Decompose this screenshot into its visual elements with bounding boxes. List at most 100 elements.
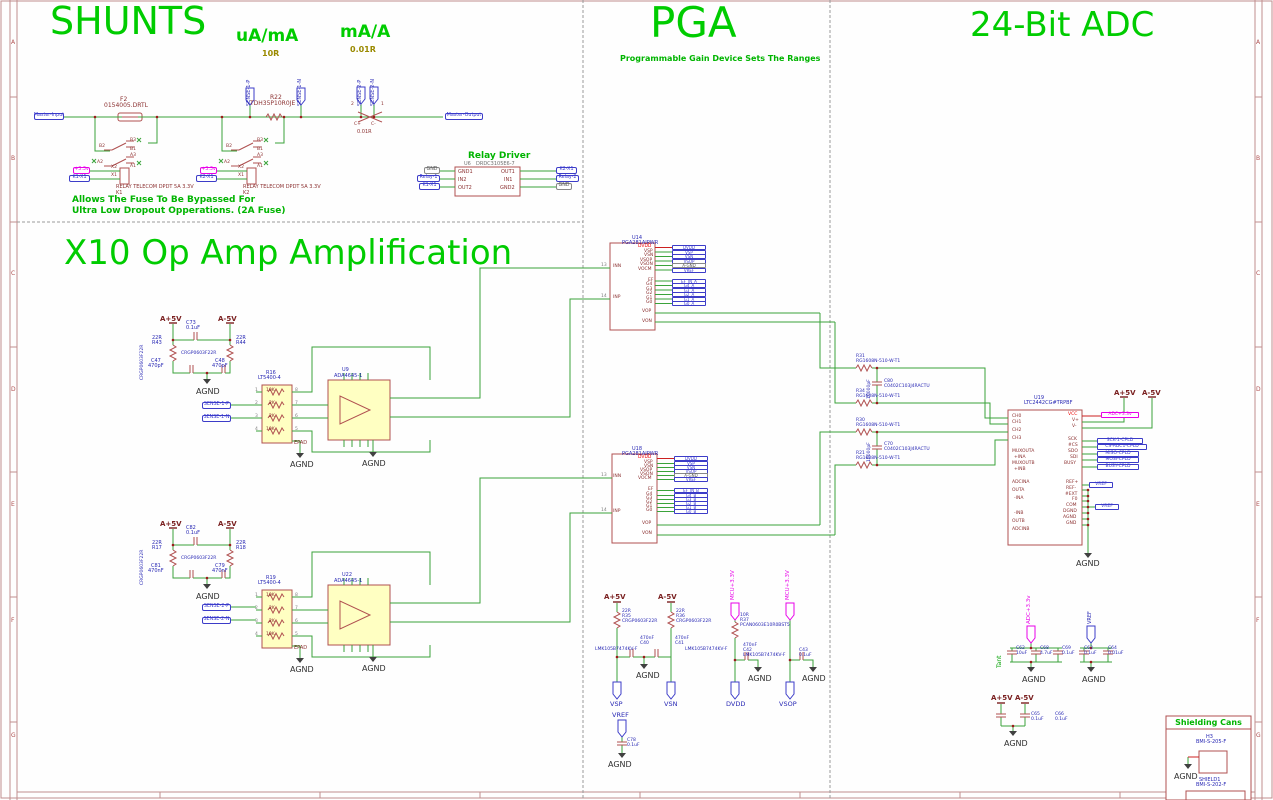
net-label: C66 [1055,712,1064,717]
net-label: A-5V [218,315,237,323]
net-label: 2 [351,102,354,107]
net-label: 2K [269,606,275,611]
net-label: C48 [215,358,225,364]
net-label: #EXT [1065,492,1078,497]
port-k1-x1[interactable]: K1-X1 [69,175,90,182]
net-label: C79 [215,563,225,569]
shield-h3 [1198,750,1228,774]
net-label: SDI [1070,455,1078,460]
port-busy-cpld[interactable]: BUSY-CPLD [1097,464,1139,470]
net-label: G2 [646,291,653,296]
net-label: 10000pF [867,442,872,462]
net-label: AGND [1082,675,1106,684]
net-label: VOCM [638,476,652,481]
port-gnd[interactable]: GND [556,183,572,190]
net-label: 0.1uF [1031,717,1044,722]
pga-u14 [609,242,656,331]
port-relay-1[interactable]: Relay-1 [417,175,440,182]
port-vsn[interactable]: VSN [672,254,706,259]
port-master-output[interactable]: Master-Output [445,113,483,120]
net-label: CRGP0603F22R [181,556,217,561]
net-label: 4 [255,632,258,637]
junction-dots [93,115,1093,728]
net-label: C80 [884,379,893,384]
net-label: 2 [255,401,258,406]
net-label: A2 [224,160,230,165]
port-master-input[interactable]: Master-Input [33,113,65,120]
net-label: 0.01R [357,129,372,135]
port-k2-x1[interactable]: K2-X1 [556,167,577,174]
port-g2-a[interactable]: G2_A [672,292,706,297]
net-label: MUXOUTA [1012,449,1035,454]
net-label: AGND [290,665,314,674]
net-label: 0.01uF [1108,651,1124,656]
port-vref[interactable]: VREF [674,477,708,482]
net-label: X1 [111,173,117,178]
port-miso-cpld[interactable]: MISO-CPLD [1097,451,1139,457]
port-flag-vref-2 [1086,625,1096,644]
net-label: GND [1066,521,1077,526]
net-label: VSN [644,464,654,469]
net-label: LMK105B7474KV-F [685,647,728,652]
component-bodies[interactable] [117,112,1252,800]
port-sense-1-n[interactable]: SENSE-1-N [202,415,231,422]
net-label: R43 [152,340,162,346]
net-label: CRGP0603F22R [181,351,217,356]
net-label: 0.1uF [799,653,812,658]
net-label: X2 [111,165,117,170]
net-label: 6 [295,414,298,419]
net-label: B2 [99,144,105,149]
net-label: G4 [646,282,653,287]
port--3-3v[interactable]: +3.3v [200,167,217,174]
title-relay-driver: Relay Driver [468,151,531,161]
port-vref[interactable]: VREF [672,268,706,273]
net-label: B1 [257,147,263,152]
net-label: 2 [255,606,258,611]
net-label: R19 [266,575,276,581]
title-shunts: SHUNTS [50,0,207,43]
port-vref[interactable]: VREF [1089,482,1113,488]
port-sense-2-p[interactable]: SENSE-2-P [202,604,231,611]
port-g0-a[interactable]: G0_A [672,301,706,306]
net-label: G0 [646,300,653,305]
net-label: RELAY TELECOM DPDT 5A 3.3V [116,184,194,190]
port-sck-1-cpld[interactable]: SCK-1-CPLD [1097,438,1143,444]
port-flag-vref [617,719,627,738]
net-label: 3 [255,619,258,624]
net-label: PGA281AIPWR [622,451,659,457]
net-label: G3 [646,496,653,501]
port-relay-2[interactable]: Relay-2 [556,175,579,182]
net-label: A+5V [1114,389,1136,397]
net-label: A-5V [218,520,237,528]
port-vref[interactable]: VREF [1095,504,1119,510]
net-label: A+5V [604,593,626,601]
port-mosi-cpld[interactable]: MOSI-CPLD [1097,457,1139,463]
net-label: VSN [664,700,678,708]
net-label: 13 [601,473,607,478]
port-gnd[interactable]: GND [424,167,440,174]
port-ef-in-b[interactable]: EF_IN_B [674,488,708,493]
net-label: VSON [640,262,653,267]
net-label: AGND [196,592,220,601]
port--3-3v[interactable]: +3.3v [73,167,90,174]
port-g4-a[interactable]: G4_A [672,283,706,288]
port-flag-mcu-3v3-b [785,602,795,621]
net-label: EPAD [294,645,308,651]
net-label: RG1608N-510-W-T1 [856,423,901,428]
net-label: C82 [186,525,196,531]
port-a-gnd[interactable]: A-GND [672,263,706,268]
net-label: R16 [266,370,276,376]
net-label: R37 [740,618,749,623]
port-adc-3-3v[interactable]: ADC+3.3v [1101,412,1139,418]
port-k2-x1[interactable]: K2-X1 [196,175,217,182]
port-dvdd[interactable]: DVDD [674,456,708,461]
port-dvdd[interactable]: DVDD [672,245,706,250]
port-k1-x1[interactable]: K1-X1 [419,183,440,190]
port-sense-2-n[interactable]: SENSE-2-N [202,617,231,624]
component-bodies-yellow[interactable] [261,379,391,649]
port-sense-1-p[interactable]: SENSE-1-P [202,402,231,409]
net-label: LMK105B7474KV-F [595,647,638,652]
port-g0-b[interactable]: G0_B [674,509,708,514]
net-label: G2 [646,500,653,505]
port-cs-adc1-cpld[interactable]: CS-ADC1-CPLD [1097,444,1147,450]
